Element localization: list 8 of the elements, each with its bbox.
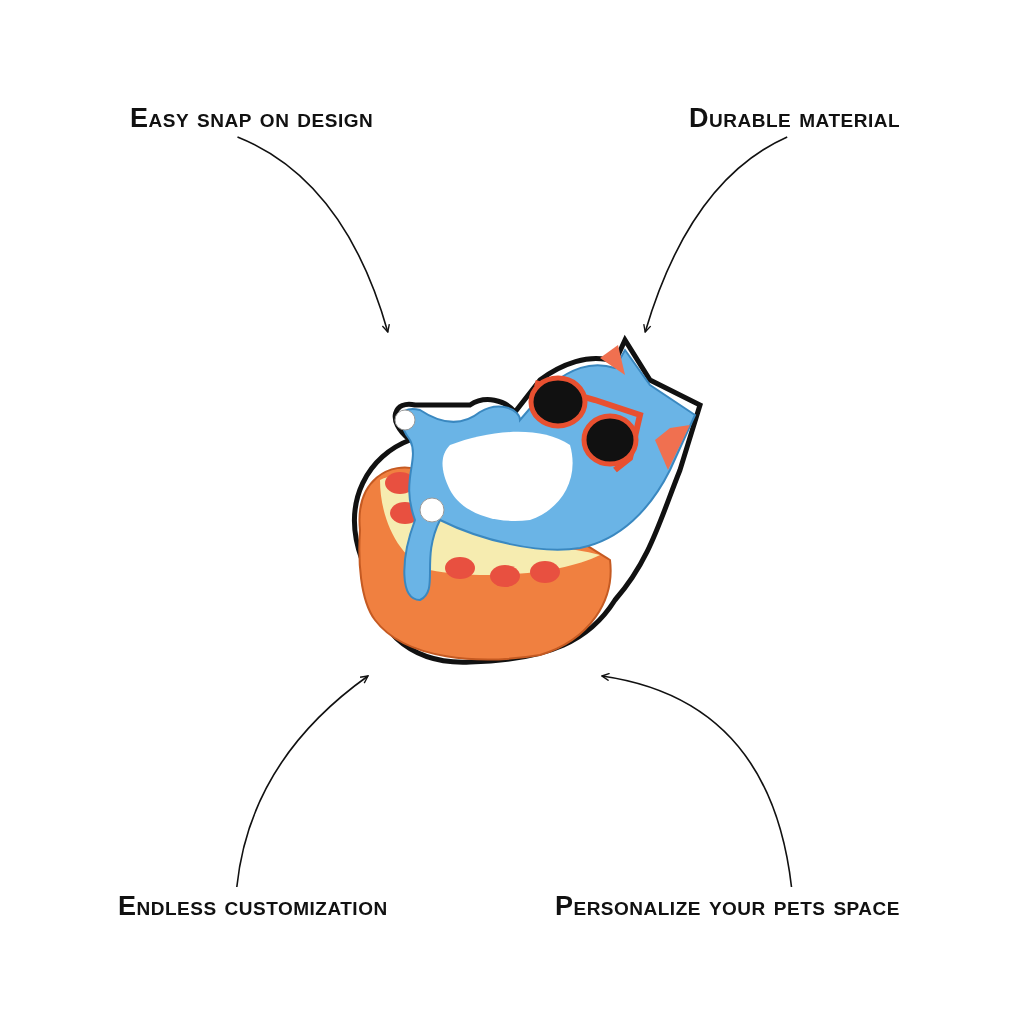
feature-label: Easy snap on design bbox=[130, 101, 380, 135]
curved-arrow bbox=[643, 136, 788, 333]
curved-arrow bbox=[236, 675, 369, 888]
feature-label: Personalize your pets space bbox=[550, 889, 900, 923]
curved-arrow bbox=[601, 673, 793, 888]
feature-label: Endless customization bbox=[118, 889, 388, 923]
curved-arrow bbox=[236, 136, 390, 333]
feature-label: Durable material bbox=[660, 101, 900, 135]
